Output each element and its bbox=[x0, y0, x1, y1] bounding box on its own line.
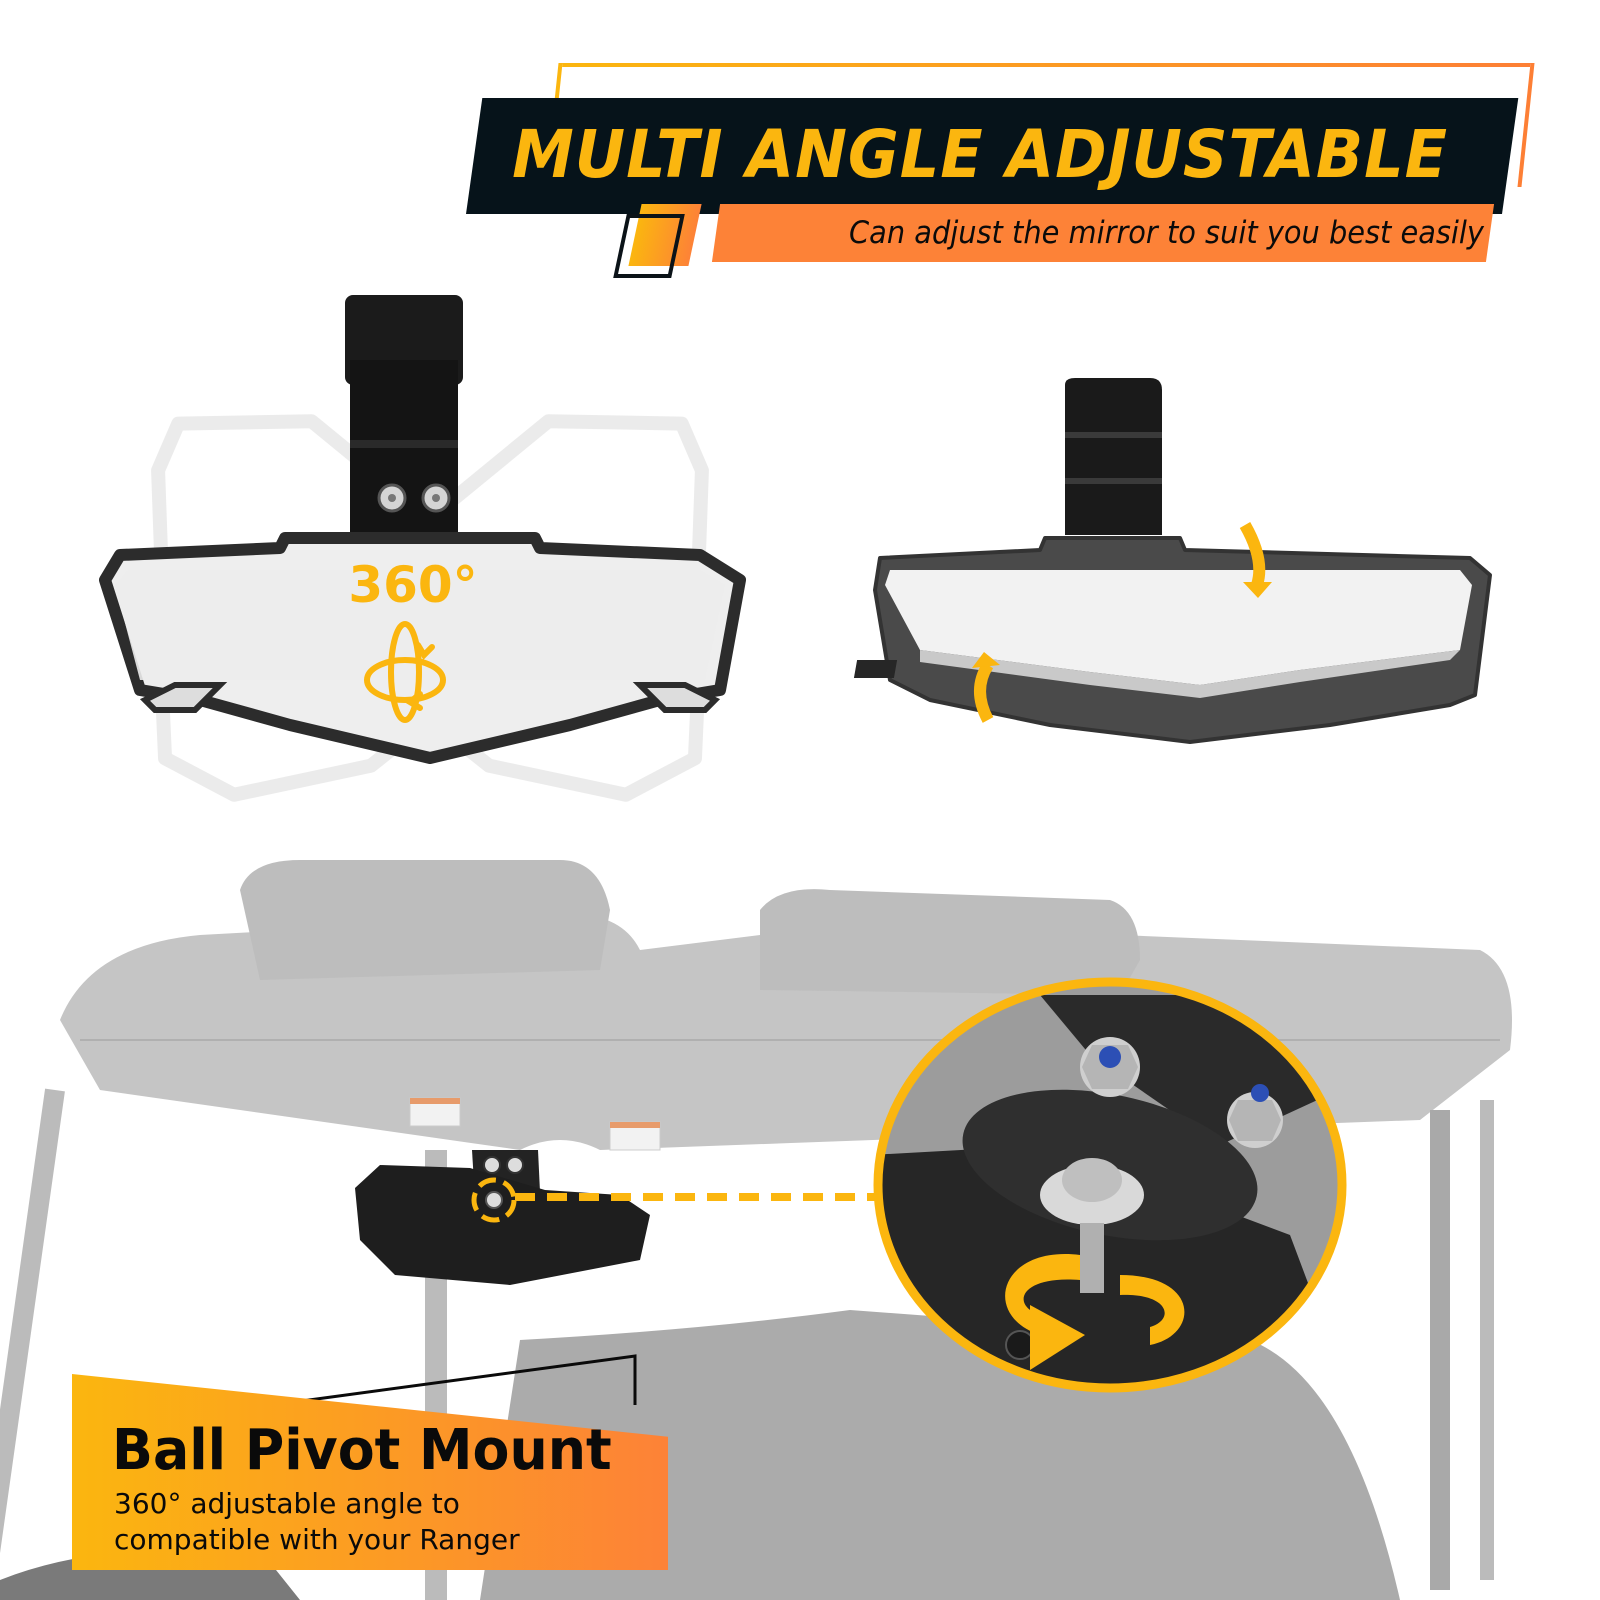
caption-description: 360° adjustable angle to compatible with… bbox=[114, 1486, 520, 1558]
pivot-detail-callout bbox=[873, 977, 1347, 1393]
header-accent-outline bbox=[613, 214, 685, 278]
page-title: MULTI ANGLE ADJUSTABLE bbox=[512, 115, 1448, 193]
caption-line-1: 360° adjustable angle to bbox=[114, 1487, 460, 1520]
caption-pointer-line bbox=[234, 1354, 637, 1412]
mounted-mirror bbox=[355, 1150, 650, 1285]
caption-title: Ball Pivot Mount bbox=[112, 1418, 612, 1483]
pivot-highlight-icon bbox=[471, 1177, 517, 1223]
mirror-glass bbox=[885, 570, 1472, 685]
left-mirror-illustration: 360° bbox=[99, 295, 746, 802]
rotation-degree-label: 360° bbox=[348, 556, 477, 614]
rotate-arrows-icon bbox=[1005, 1254, 1185, 1370]
arrow-curve-up-icon bbox=[972, 652, 1000, 723]
caption-line-2: compatible with your Ranger bbox=[114, 1523, 520, 1556]
arrow-curve-down-icon bbox=[1239, 522, 1272, 598]
rotate-3d-icon bbox=[364, 621, 446, 723]
bracket-body bbox=[1065, 378, 1162, 535]
page-subtitle: Can adjust the mirror to suit you best e… bbox=[849, 215, 1484, 251]
right-mirror-illustration bbox=[853, 378, 1492, 744]
bracket-body bbox=[350, 360, 458, 550]
detail-ring bbox=[873, 977, 1347, 1393]
